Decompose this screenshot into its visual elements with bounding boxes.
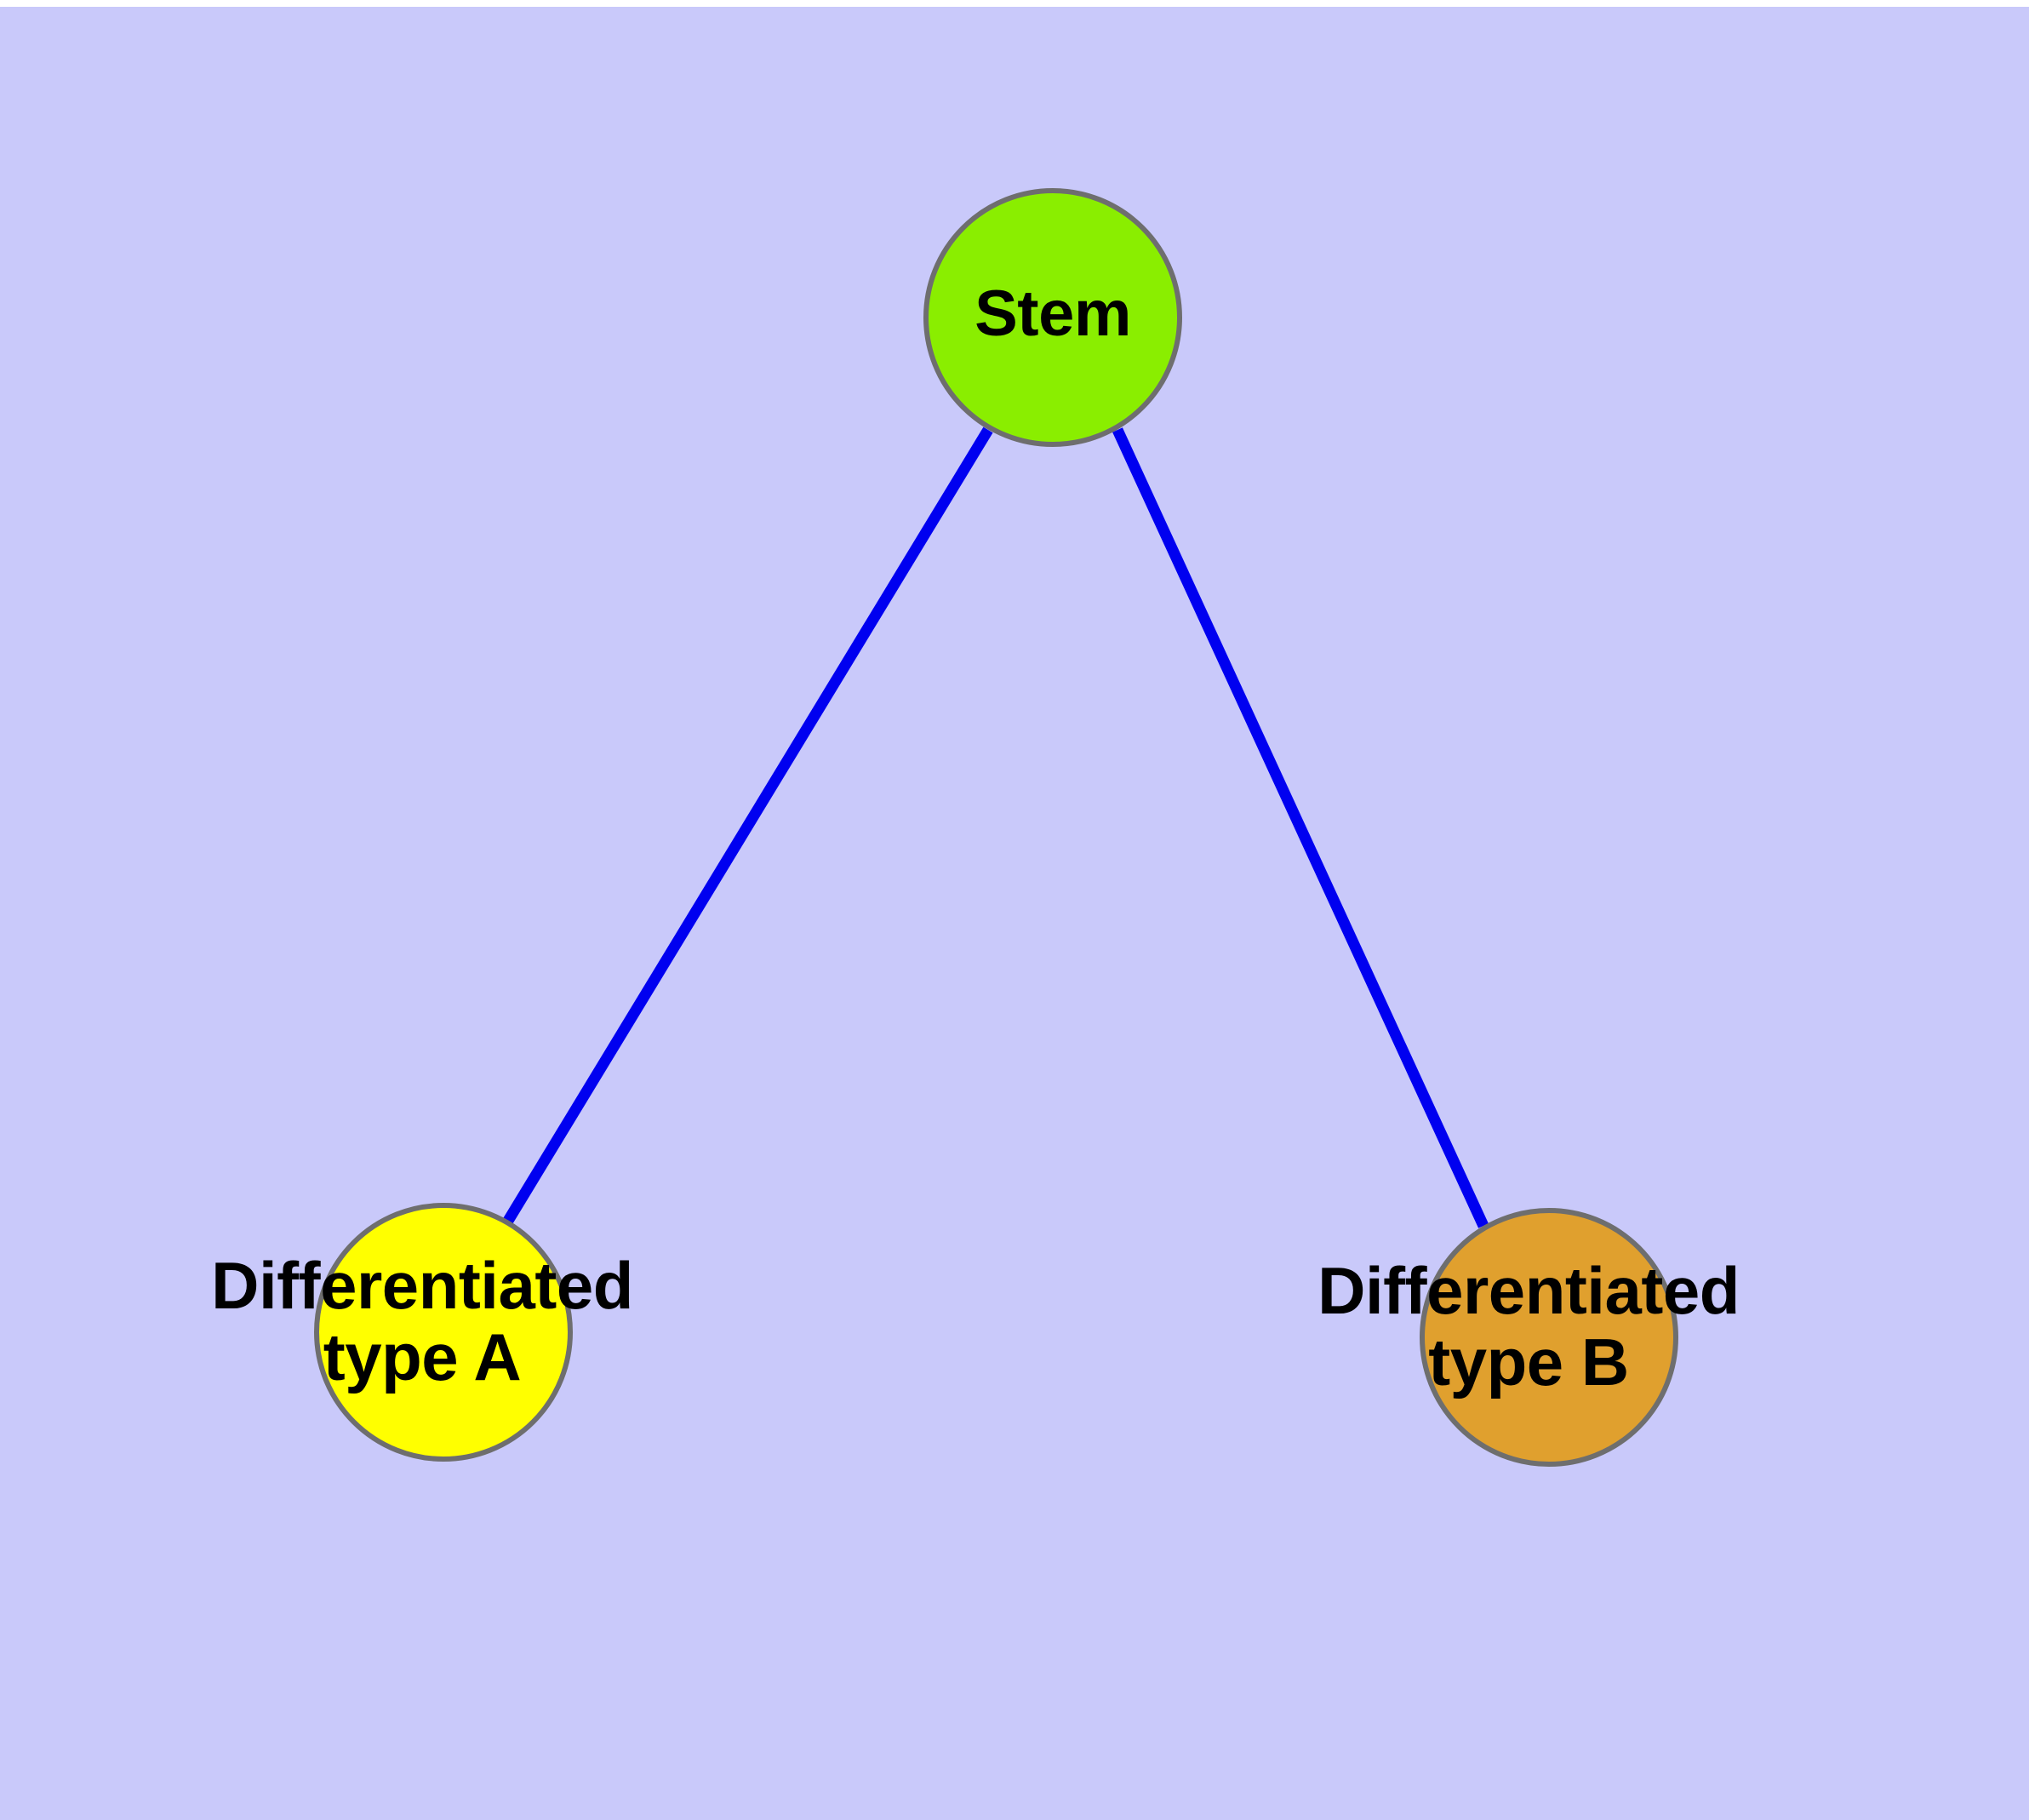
- node-stem[interactable]: [923, 188, 1182, 447]
- node-differentiated-type-a[interactable]: [314, 1203, 573, 1462]
- node-differentiated-type-b[interactable]: [1420, 1208, 1678, 1467]
- edge-stem-to-type-a: [503, 426, 993, 1224]
- edge-stem-to-type-b: [1112, 427, 1489, 1228]
